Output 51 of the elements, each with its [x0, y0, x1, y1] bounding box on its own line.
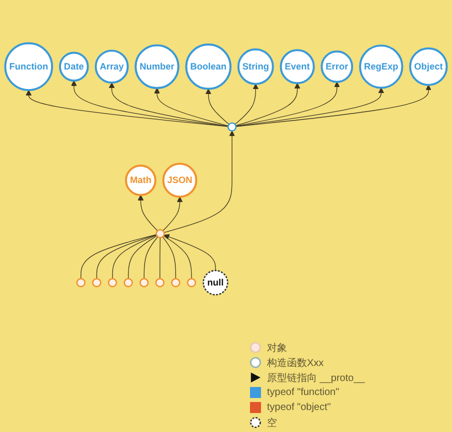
node-circle — [171, 278, 180, 288]
arrow — [236, 82, 340, 126]
connector — [112, 234, 157, 279]
node-circle: Date — [58, 52, 89, 82]
node-circle: String — [237, 48, 274, 85]
node-circle — [76, 278, 86, 288]
node-circle: Function — [4, 42, 54, 92]
connector — [144, 236, 158, 279]
node-circle: Object — [409, 47, 448, 86]
node-circle: RegExp — [359, 44, 404, 89]
node-circle: Math — [125, 164, 156, 196]
connector — [160, 237, 161, 279]
legend-label: typeof "object" — [267, 402, 331, 413]
connector — [80, 234, 157, 279]
node-circle — [92, 278, 102, 288]
node-circle — [186, 278, 196, 288]
legend-label: 原型链指向 __proto__ — [267, 372, 365, 384]
node-circle: Event — [280, 49, 315, 84]
connector — [128, 235, 158, 279]
arrow — [164, 130, 235, 233]
node-circle — [124, 278, 133, 288]
arrow — [26, 90, 228, 127]
node-circle: Boolean — [185, 44, 232, 90]
node-circle — [140, 278, 149, 288]
arrow — [108, 82, 228, 127]
node-circle: Array — [94, 50, 129, 84]
node-circle: JSON — [162, 162, 198, 198]
arrow — [164, 234, 216, 271]
arrow — [162, 196, 183, 232]
connector — [163, 235, 192, 279]
arrow — [235, 82, 300, 126]
node-circle: Error — [320, 50, 354, 83]
node-circle: Number — [134, 44, 180, 89]
arrow — [234, 84, 259, 125]
connector — [162, 236, 176, 279]
legend-label: typeof "function" — [267, 387, 340, 398]
arrow — [236, 84, 432, 127]
node-circle — [155, 278, 164, 288]
node-circle — [108, 278, 118, 288]
legend-label: 对象 — [267, 342, 287, 354]
arrow — [205, 88, 230, 125]
legend-label: 空 — [267, 416, 277, 430]
arrow — [71, 80, 228, 127]
legend-label: 构造函数Xxx — [267, 356, 324, 370]
connector — [96, 234, 157, 279]
node-circle: null — [202, 270, 228, 296]
arrow — [236, 87, 384, 127]
arrow — [138, 194, 158, 232]
node-circle — [227, 122, 237, 132]
node-circle — [156, 229, 165, 238]
arrow — [154, 88, 229, 126]
